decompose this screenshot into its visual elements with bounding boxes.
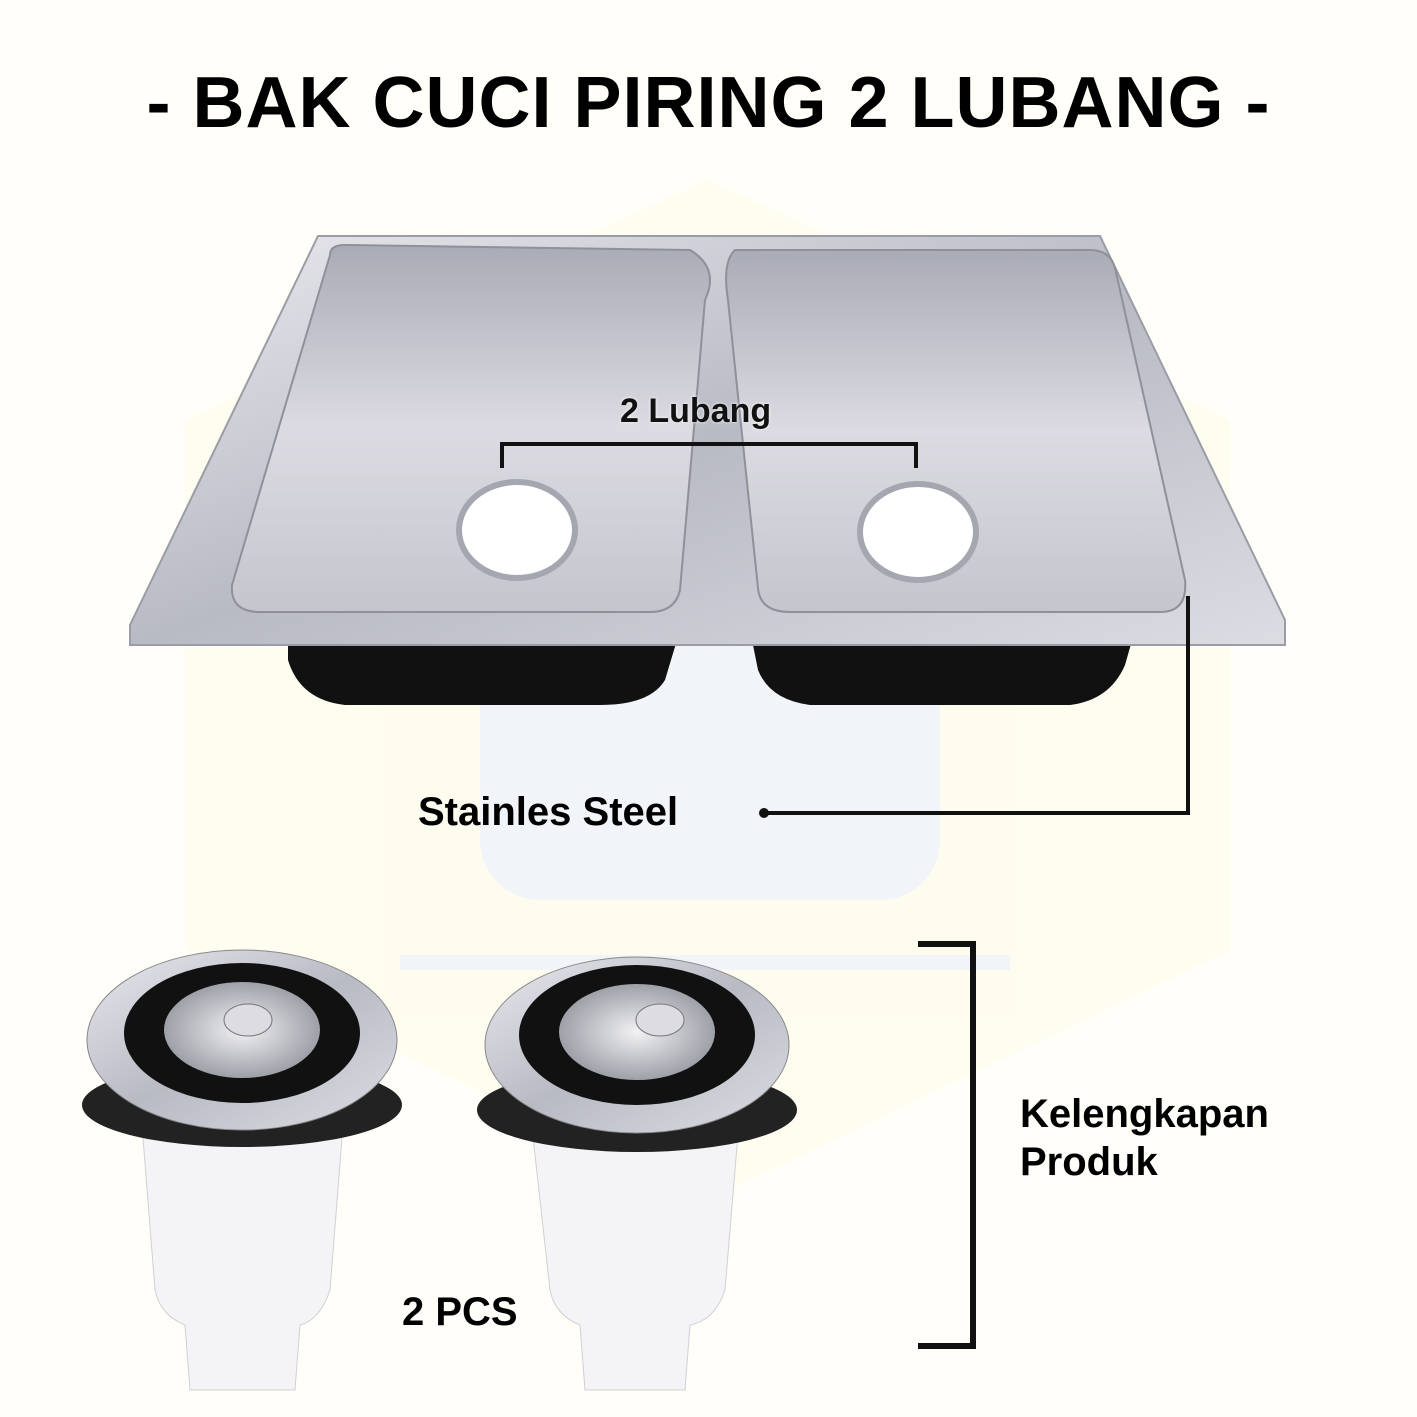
material-callout-line bbox=[764, 596, 1190, 815]
quantity-label: 2 PCS bbox=[402, 1290, 518, 1334]
accessories-label-line2: Produk bbox=[1020, 1140, 1158, 1184]
page-title: - BAK CUCI PIRING 2 LUBANG - bbox=[146, 63, 1271, 143]
material-label: Stainles Steel bbox=[418, 790, 679, 834]
accessories-bracket bbox=[918, 941, 976, 1349]
sink-bowl-underside-left bbox=[288, 630, 680, 705]
drain-hole-right bbox=[857, 481, 979, 583]
strainer-right bbox=[477, 956, 797, 1391]
drain-hole-left bbox=[456, 479, 578, 581]
sink-bowl-right bbox=[725, 249, 1187, 613]
sink-bowl-underside-right bbox=[750, 630, 1135, 705]
accessories-label-line1: Kelengkapan bbox=[1020, 1092, 1269, 1136]
holes-label: 2 Lubang bbox=[620, 392, 772, 430]
strainer-left bbox=[82, 949, 402, 1391]
holes-bracket bbox=[500, 442, 918, 468]
accessories-label: Kelengkapan Produk bbox=[1020, 1090, 1269, 1186]
